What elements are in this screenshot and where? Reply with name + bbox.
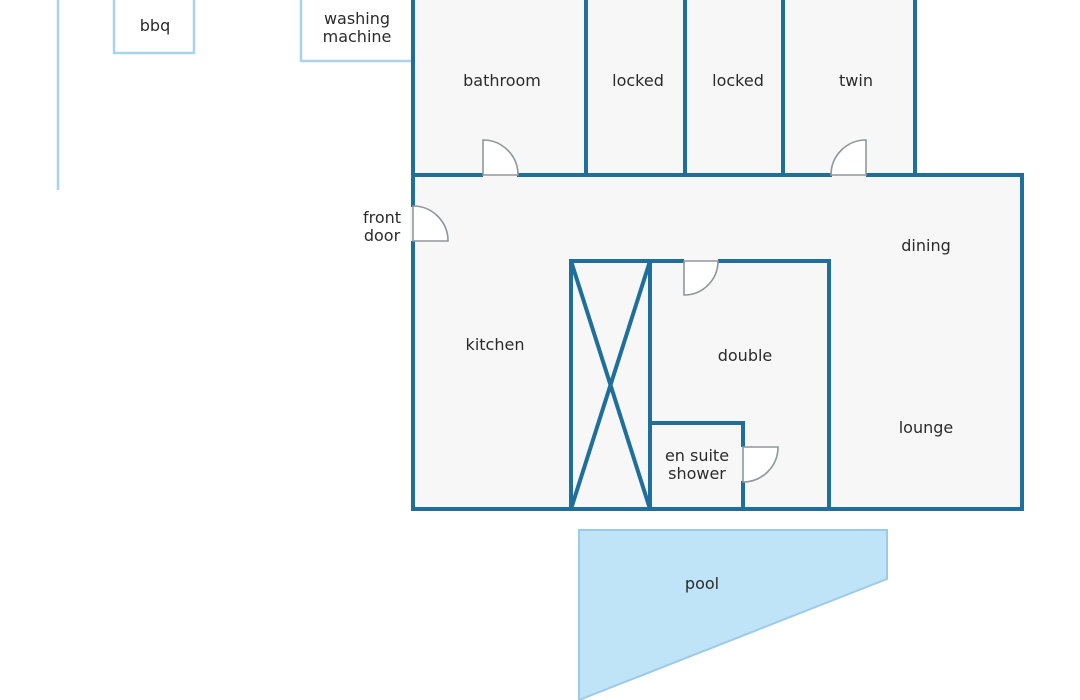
main-house-outer-wall: [411, 173, 1024, 511]
front-door-label-line2: door: [364, 226, 401, 245]
en-suite-label-line1: en suite: [665, 446, 729, 465]
washing-machine-label-line2: machine: [323, 27, 392, 46]
washing-machine-area: [299, 0, 411, 63]
twin-door: [830, 139, 867, 176]
dining-label: dining: [901, 236, 950, 255]
kitchen-label: kitchen: [466, 335, 525, 354]
locked-room-label-1: locked: [612, 71, 664, 90]
en-suite-label-line2: shower: [668, 464, 726, 483]
front-door: [412, 205, 449, 242]
bathroom-label: bathroom: [463, 71, 541, 90]
double-room-label: double: [718, 346, 773, 365]
main-house-floor: [413, 175, 1022, 509]
bathroom-door: [482, 139, 519, 176]
washing-machine-label-line1: washing: [324, 9, 390, 28]
locked-room-label-2: locked: [712, 71, 764, 90]
twin-room-label: twin: [839, 71, 873, 90]
double-door: [683, 260, 719, 296]
stair-void-cross-b: [569, 260, 652, 510]
pool: [578, 529, 888, 700]
en-suite-door: [742, 446, 779, 483]
bbq-label: bbq: [140, 16, 170, 35]
lounge-label: lounge: [899, 418, 954, 437]
stair-void: [569, 259, 652, 511]
pool-label: pool: [685, 574, 719, 593]
bbq-area: [112, 0, 196, 55]
front-door-label-line1: front: [363, 208, 401, 227]
